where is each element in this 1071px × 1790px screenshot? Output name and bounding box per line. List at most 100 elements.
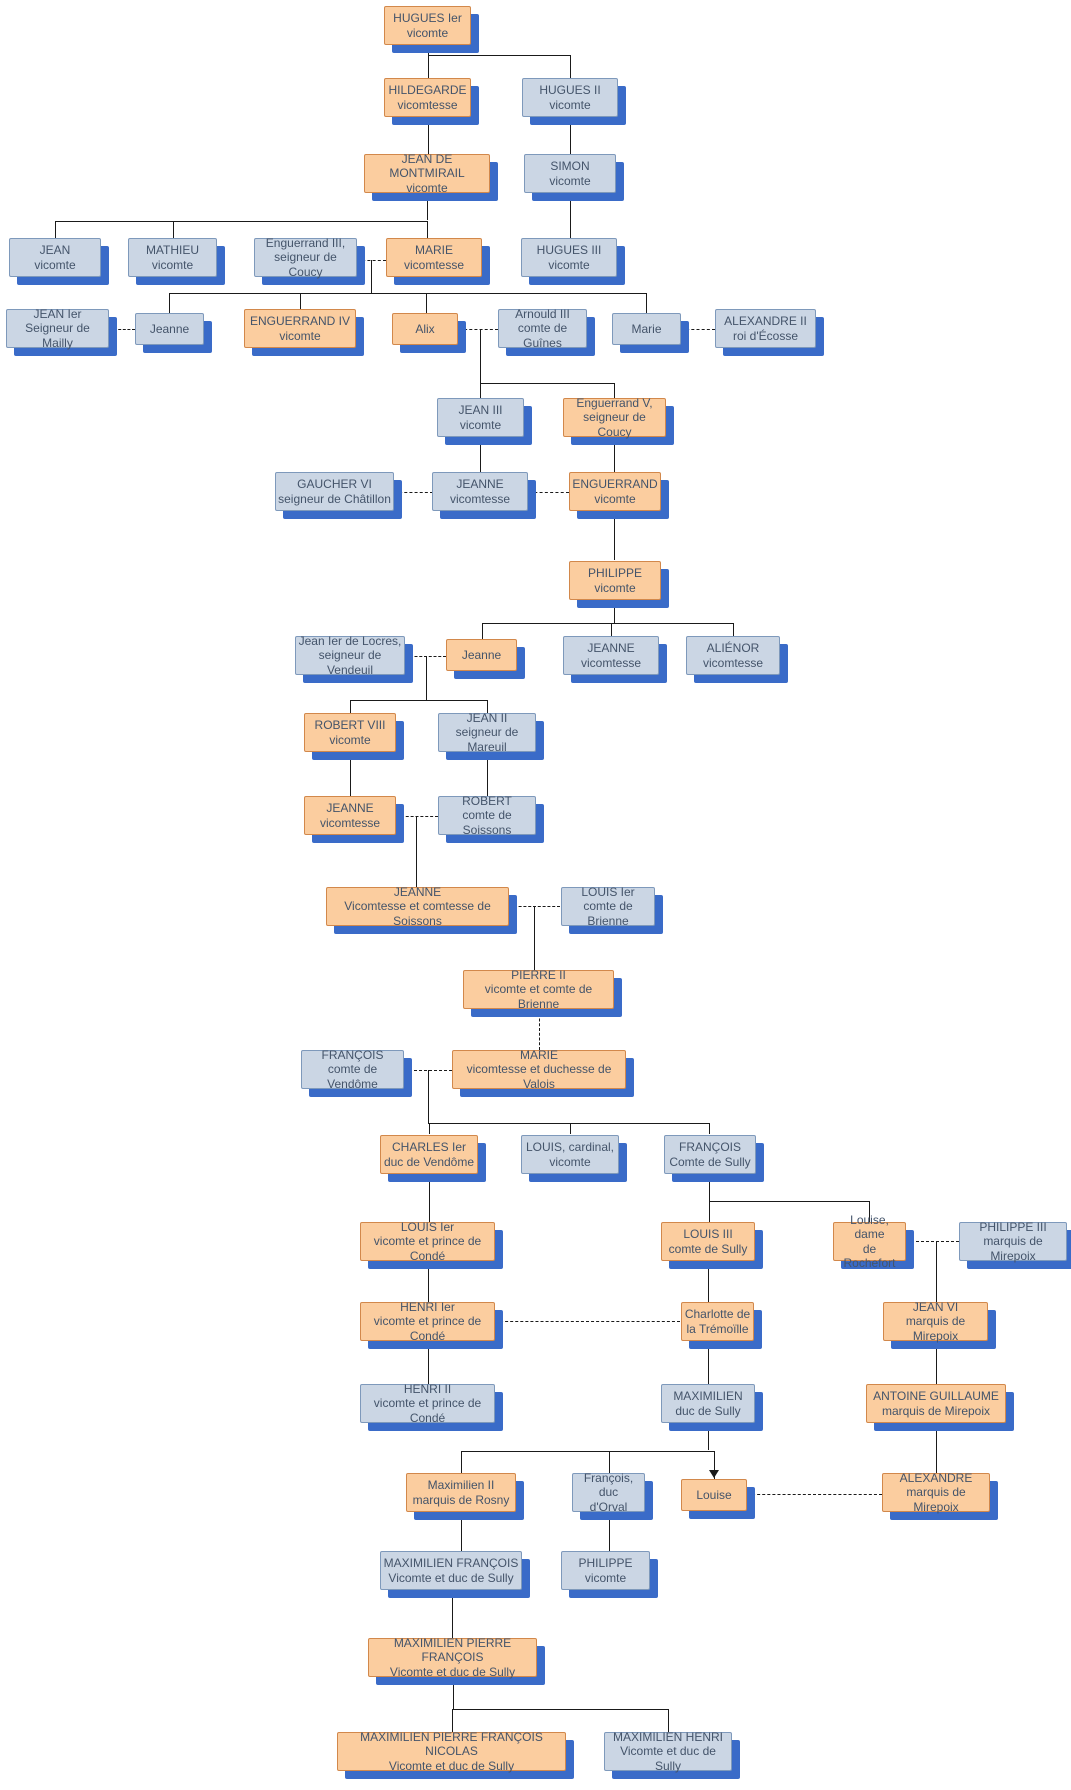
- person-name: MAXIMILIEN PIERRE FRANÇOIS NICOLAS: [360, 1729, 543, 1759]
- person-title: marquis de Mirepoix: [906, 1485, 966, 1514]
- marriage-line: [747, 1494, 882, 1495]
- person-title: seigneur de Vendeuil: [318, 648, 382, 677]
- descent-line: [614, 437, 615, 472]
- marriage-line: [459, 329, 498, 330]
- descent-line: [416, 816, 417, 887]
- person-name: JEANNE: [456, 477, 504, 492]
- descent-line: [733, 623, 734, 636]
- person-title: vicomte: [584, 1570, 627, 1585]
- person-title: comte de Brienne: [583, 899, 633, 928]
- person-jean_locres: Jean Ier de Locres,seigneur de Vendeuil: [295, 634, 405, 677]
- person-jeanne1: Jeanne: [135, 313, 204, 345]
- descent-line: [614, 383, 615, 398]
- person-title: comte de Vendôme: [327, 1062, 378, 1091]
- descent-line: [709, 1201, 710, 1222]
- person-title: Vicomte et duc de Sully: [620, 1744, 716, 1773]
- descent-line: [350, 752, 351, 797]
- descent-line: [428, 1070, 429, 1124]
- descent-line: [173, 221, 174, 238]
- person-name: HUGUES II: [539, 83, 601, 98]
- marriage-line: [405, 656, 446, 657]
- descent-line: [427, 221, 428, 238]
- person-name: LOUIS Ier: [581, 884, 635, 899]
- person-name: HENRI II: [403, 1381, 452, 1396]
- descent-line: [55, 221, 427, 222]
- person-marie2: Marie: [612, 313, 681, 345]
- descent-line: [480, 437, 481, 472]
- person-title: vicomte: [459, 417, 502, 432]
- person-title: vicomtesse et duchesse de Valois: [466, 1062, 612, 1091]
- person-name: Charlotte de: [684, 1307, 751, 1322]
- person-title: de Rochefort: [843, 1241, 896, 1270]
- person-title: Vicomte et duc de Sully: [388, 1758, 515, 1773]
- person-title: vicomtesse: [319, 815, 381, 830]
- person-name: JEANNE: [326, 801, 374, 816]
- person-name: MAXIMILIEN: [673, 1389, 743, 1404]
- descent-line: [429, 1123, 709, 1124]
- person-name: JEANNE: [393, 884, 442, 899]
- descent-line: [428, 1261, 429, 1302]
- descent-line: [709, 1174, 710, 1201]
- descent-line: [461, 1451, 462, 1474]
- person-alix: Alix: [392, 313, 458, 345]
- person-name: ROBERT: [462, 793, 512, 808]
- person-name: ENGUERRAND IV: [249, 314, 350, 329]
- person-title: vicomtesse: [580, 655, 642, 670]
- person-name: MAXIMILIEN FRANÇOIS: [383, 1556, 519, 1571]
- person-title: vicomte: [549, 173, 591, 188]
- person-name: HUGUES Ier: [393, 11, 462, 26]
- person-title: vicomte et comte de Brienne: [484, 982, 593, 1011]
- descent-line: [453, 1677, 454, 1709]
- person-title: comte de Sully: [668, 1241, 748, 1256]
- descent-line: [714, 1451, 715, 1480]
- person-name: HENRI Ier: [400, 1299, 455, 1314]
- person-title: comte de Soissons: [462, 808, 512, 837]
- person-title: vicomtesse: [449, 491, 511, 506]
- descent-line: [708, 1423, 709, 1450]
- person-title: seigneur de Châtillon: [278, 491, 391, 506]
- person-name: PHILIPPE: [578, 1556, 633, 1571]
- person-name: Louise: [696, 1487, 732, 1502]
- person-title: vicomte: [406, 25, 449, 40]
- person-title: vicomte: [549, 1154, 591, 1169]
- descent-line: [936, 1241, 937, 1302]
- person-title: vicomte et prince de Condé: [373, 1314, 482, 1343]
- marriage-line: [906, 1241, 959, 1242]
- person-name: Jeanne: [149, 321, 190, 336]
- person-name: PIERRE II: [511, 967, 566, 982]
- person-name: GAUCHER VI: [297, 477, 372, 492]
- person-name: HILDEGARDE: [388, 83, 467, 98]
- descent-line: [570, 193, 571, 238]
- person-louise: Louise: [681, 1479, 747, 1511]
- person-name: JEAN DE MONTMIRAIL: [389, 151, 465, 181]
- person-jeanne2: Jeanne: [446, 639, 517, 671]
- person-name: MAXIMILIEN HENRI: [612, 1729, 723, 1744]
- descent-line: [350, 700, 351, 713]
